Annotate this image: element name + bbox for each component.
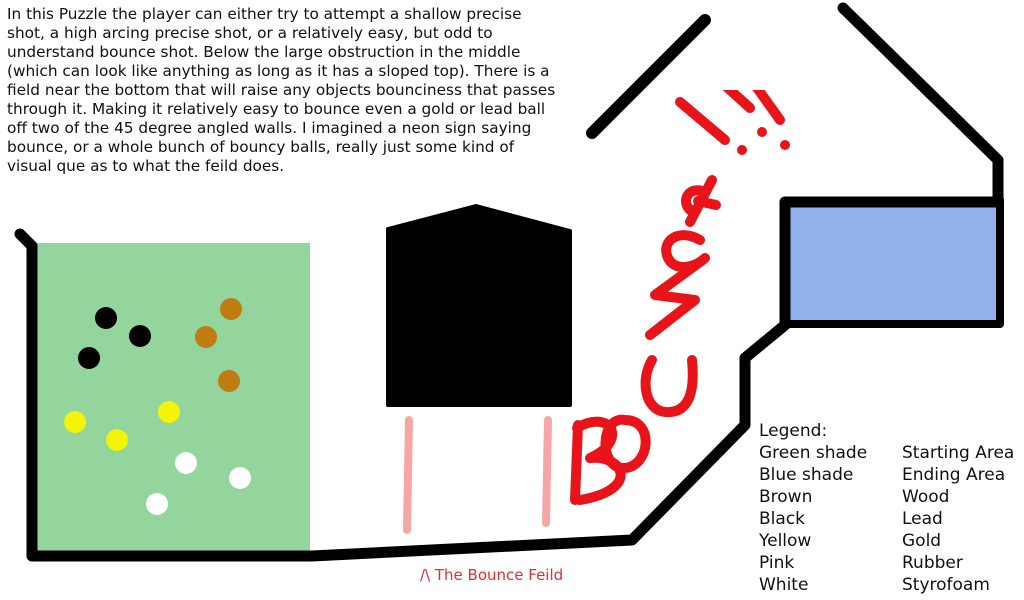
- legend-key: Pink: [759, 553, 795, 573]
- description-line: visual que as to what the feild does.: [7, 157, 285, 175]
- legend-row: Yellow Gold: [759, 530, 1014, 552]
- legend-row: Black Lead: [759, 508, 1014, 530]
- legend-row: White Styrofoam: [759, 574, 1014, 596]
- description-line: bounce, or a whole bunch of bouncy balls…: [7, 138, 515, 156]
- gold-ball: [106, 429, 128, 451]
- legend-row: Pink Rubber: [759, 552, 1014, 574]
- legend-value: Ending Area: [902, 465, 1006, 485]
- lead-ball: [129, 325, 151, 347]
- lead-ball: [95, 307, 117, 329]
- legend-row: Brown Wood: [759, 486, 1014, 508]
- description-line: through it. Making it relatively easy to…: [7, 100, 546, 118]
- gold-ball: [64, 411, 86, 433]
- legend-row: Green shade Starting Area: [759, 442, 1014, 464]
- description-line: In this Puzzle the player can either try…: [7, 5, 522, 23]
- legend-key: Black: [759, 509, 805, 529]
- puzzle-description: In this Puzzle the player can either try…: [7, 5, 577, 176]
- legend-key: Brown: [759, 487, 813, 507]
- legend-value: Rubber: [902, 553, 963, 573]
- gold-ball: [158, 401, 180, 423]
- legend-value: Styrofoam: [902, 575, 990, 595]
- bounce-field-post-left: [403, 416, 413, 534]
- bounce-field-caption: /\ The Bounce Feild: [420, 566, 564, 584]
- lead-ball: [78, 347, 100, 369]
- level-wall: [14, 2, 1004, 562]
- ending-area: [786, 202, 998, 323]
- description-line: understand bounce shot. Below the large …: [7, 43, 521, 61]
- bounce-sign: [570, 90, 790, 505]
- description-line: field near the bottom that will raise an…: [7, 81, 556, 99]
- starting-area: [32, 243, 310, 554]
- legend-key: White: [759, 575, 809, 595]
- styrofoam-ball: [175, 452, 197, 474]
- styrofoam-ball: [146, 493, 168, 515]
- wood-ball: [220, 298, 242, 320]
- balls: [64, 298, 251, 515]
- legend-value: Lead: [902, 509, 943, 529]
- legend-title: Legend:: [759, 421, 828, 441]
- wood-ball: [195, 326, 217, 348]
- legend-value: Wood: [902, 487, 950, 507]
- legend-row: Blue shade Ending Area: [759, 464, 1014, 486]
- description-line: shot, a high arcing precise shot, or a r…: [7, 24, 493, 42]
- legend-key: Green shade: [759, 443, 868, 463]
- legend-value: Starting Area: [902, 443, 1015, 463]
- styrofoam-ball: [229, 467, 251, 489]
- legend-key: Yellow: [759, 531, 812, 551]
- bounce-field-post-right: [542, 416, 552, 527]
- legend-key: Blue shade: [759, 465, 854, 485]
- legend: Legend: Green shade Starting Area Blue s…: [759, 420, 1014, 596]
- ending-area-floor: [781, 196, 1004, 328]
- central-obstruction: [386, 204, 572, 407]
- deflector-wall: [586, 14, 711, 139]
- bounce-sign-dots: [737, 127, 790, 155]
- wood-ball: [218, 370, 240, 392]
- description-line: (which can look like anything as long as…: [7, 62, 550, 80]
- legend-value: Gold: [902, 531, 942, 551]
- description-line: off two of the 45 degree angled walls. I…: [7, 119, 532, 137]
